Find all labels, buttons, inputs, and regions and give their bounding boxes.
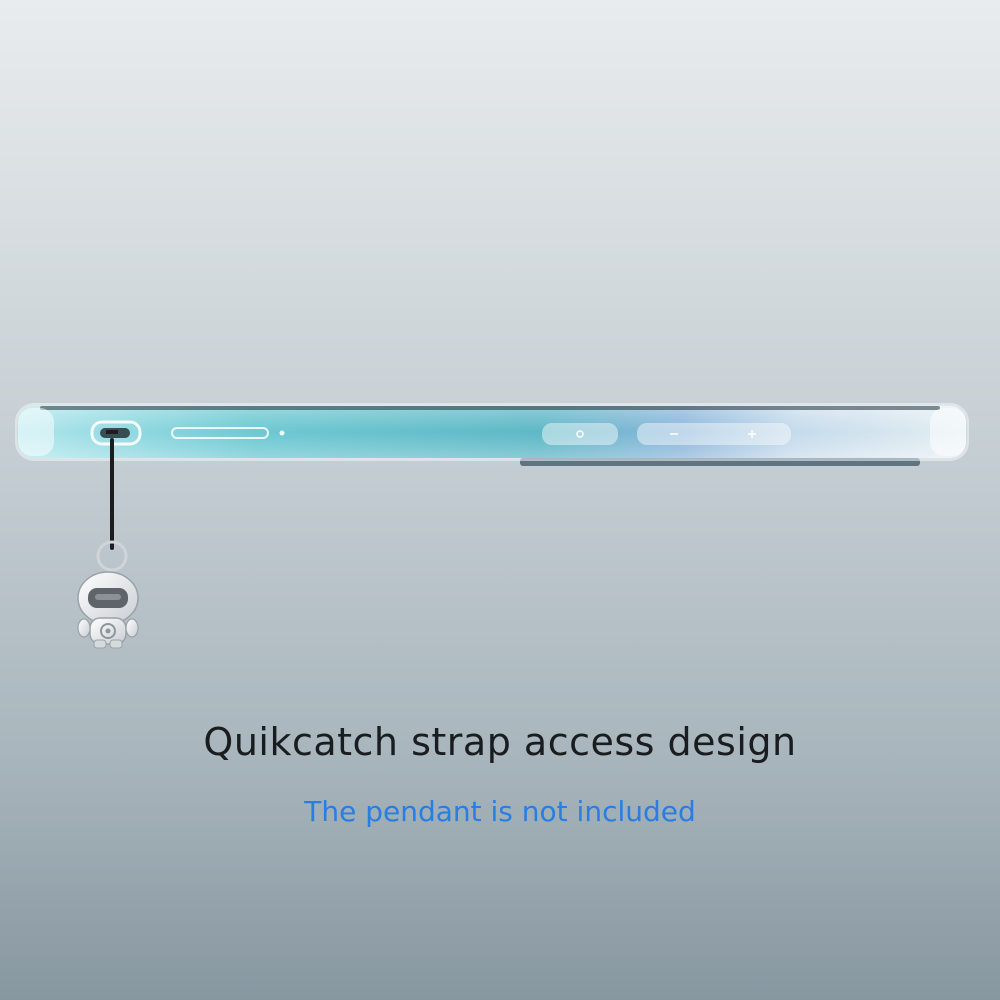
strap-lanyard (96, 430, 128, 572)
volume-button (637, 423, 791, 445)
astronaut-pendant (77, 571, 139, 649)
headline: Quikcatch strap access design (203, 720, 797, 764)
phone-case-side-view (15, 403, 969, 466)
subline: The pendant is not included (304, 795, 696, 828)
power-button (542, 423, 618, 445)
